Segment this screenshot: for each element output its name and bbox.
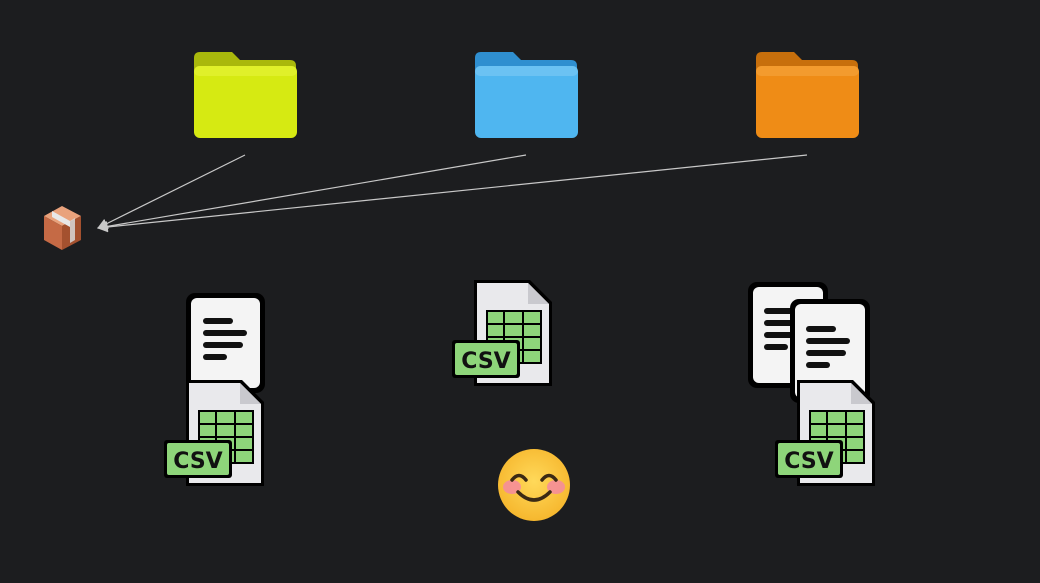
document-icon	[186, 293, 265, 393]
smiling-face-icon	[498, 449, 570, 521]
folder-orange	[756, 52, 859, 138]
csv-label: CSV	[784, 449, 833, 474]
csv-label: CSV	[173, 449, 222, 474]
csv-label: CSV	[461, 349, 510, 374]
folder-icon	[756, 52, 859, 138]
csv-file-icon: CSV	[452, 280, 552, 386]
folder-icon	[194, 52, 297, 138]
folder-icon	[475, 52, 578, 138]
arrow-orange-to-package	[96, 154, 808, 233]
package-icon	[44, 206, 81, 250]
right-file-group: CSV	[748, 282, 875, 486]
folder-blue	[475, 52, 578, 138]
csv-file-icon: CSV	[164, 380, 264, 486]
arrow-yellow-to-package	[97, 154, 246, 229]
arrow-blue-to-package	[96, 154, 527, 232]
left-file-group: CSV	[164, 293, 265, 486]
folder-yellow	[194, 52, 297, 138]
csv-file-icon: CSV	[775, 380, 875, 486]
document-icon	[790, 299, 870, 403]
middle-file-group: CSV	[452, 280, 552, 386]
